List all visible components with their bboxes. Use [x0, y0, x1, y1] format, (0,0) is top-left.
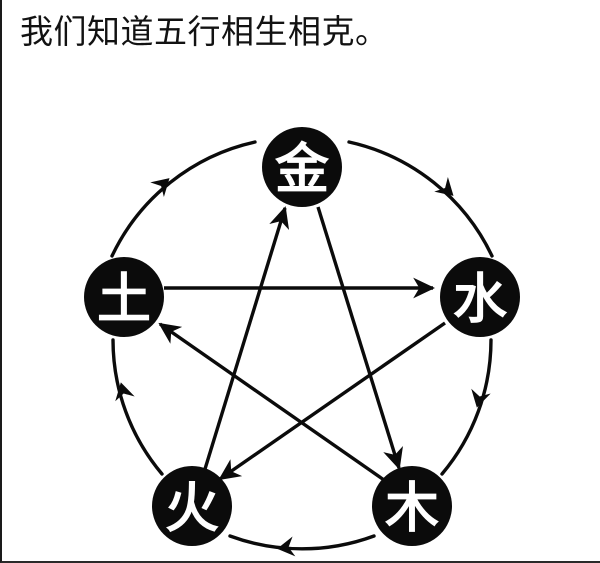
node-earth[interactable]: 土: [84, 257, 164, 337]
gen-arrow-fire-to-earth: [115, 382, 135, 402]
gen-arc-fire-to-earth: [111, 338, 164, 476]
ko-line-fire-to-metal: [203, 206, 290, 470]
gen-arrow-wood-to-fire: [277, 536, 296, 557]
overcoming-cycle-lines: [158, 206, 446, 482]
five-elements-diagram: 金 水 木 火 土: [84, 127, 520, 557]
gen-arc-wood-to-fire: [228, 534, 376, 551]
gen-arc-metal-to-water: [347, 140, 494, 258]
generating-cycle-arcs: [110, 140, 494, 557]
node-wood-disc[interactable]: [372, 466, 452, 546]
gen-arrow-water-to-wood: [471, 388, 491, 408]
gen-arrow-earth-to-metal: [150, 178, 170, 198]
ko-line-water-to-fire: [218, 321, 446, 481]
page-title: 我们知道五行相生相克。: [20, 12, 389, 51]
node-fire-disc[interactable]: [152, 466, 232, 546]
gen-arc-earth-to-metal: [110, 140, 257, 258]
gen-arrow-metal-to-water: [434, 176, 454, 196]
element-nodes: 金 水 木 火 土: [84, 127, 520, 546]
node-fire[interactable]: 火: [152, 466, 232, 546]
node-metal[interactable]: 金: [262, 127, 342, 207]
node-water[interactable]: 水: [440, 257, 520, 337]
ko-line-metal-to-wood: [316, 206, 403, 470]
node-metal-disc[interactable]: [262, 127, 342, 207]
node-earth-disc[interactable]: [84, 257, 164, 337]
gen-arc-water-to-wood: [440, 338, 493, 476]
node-water-disc[interactable]: [440, 257, 520, 337]
ko-line-wood-to-earth: [158, 322, 385, 482]
node-wood[interactable]: 木: [372, 466, 452, 546]
